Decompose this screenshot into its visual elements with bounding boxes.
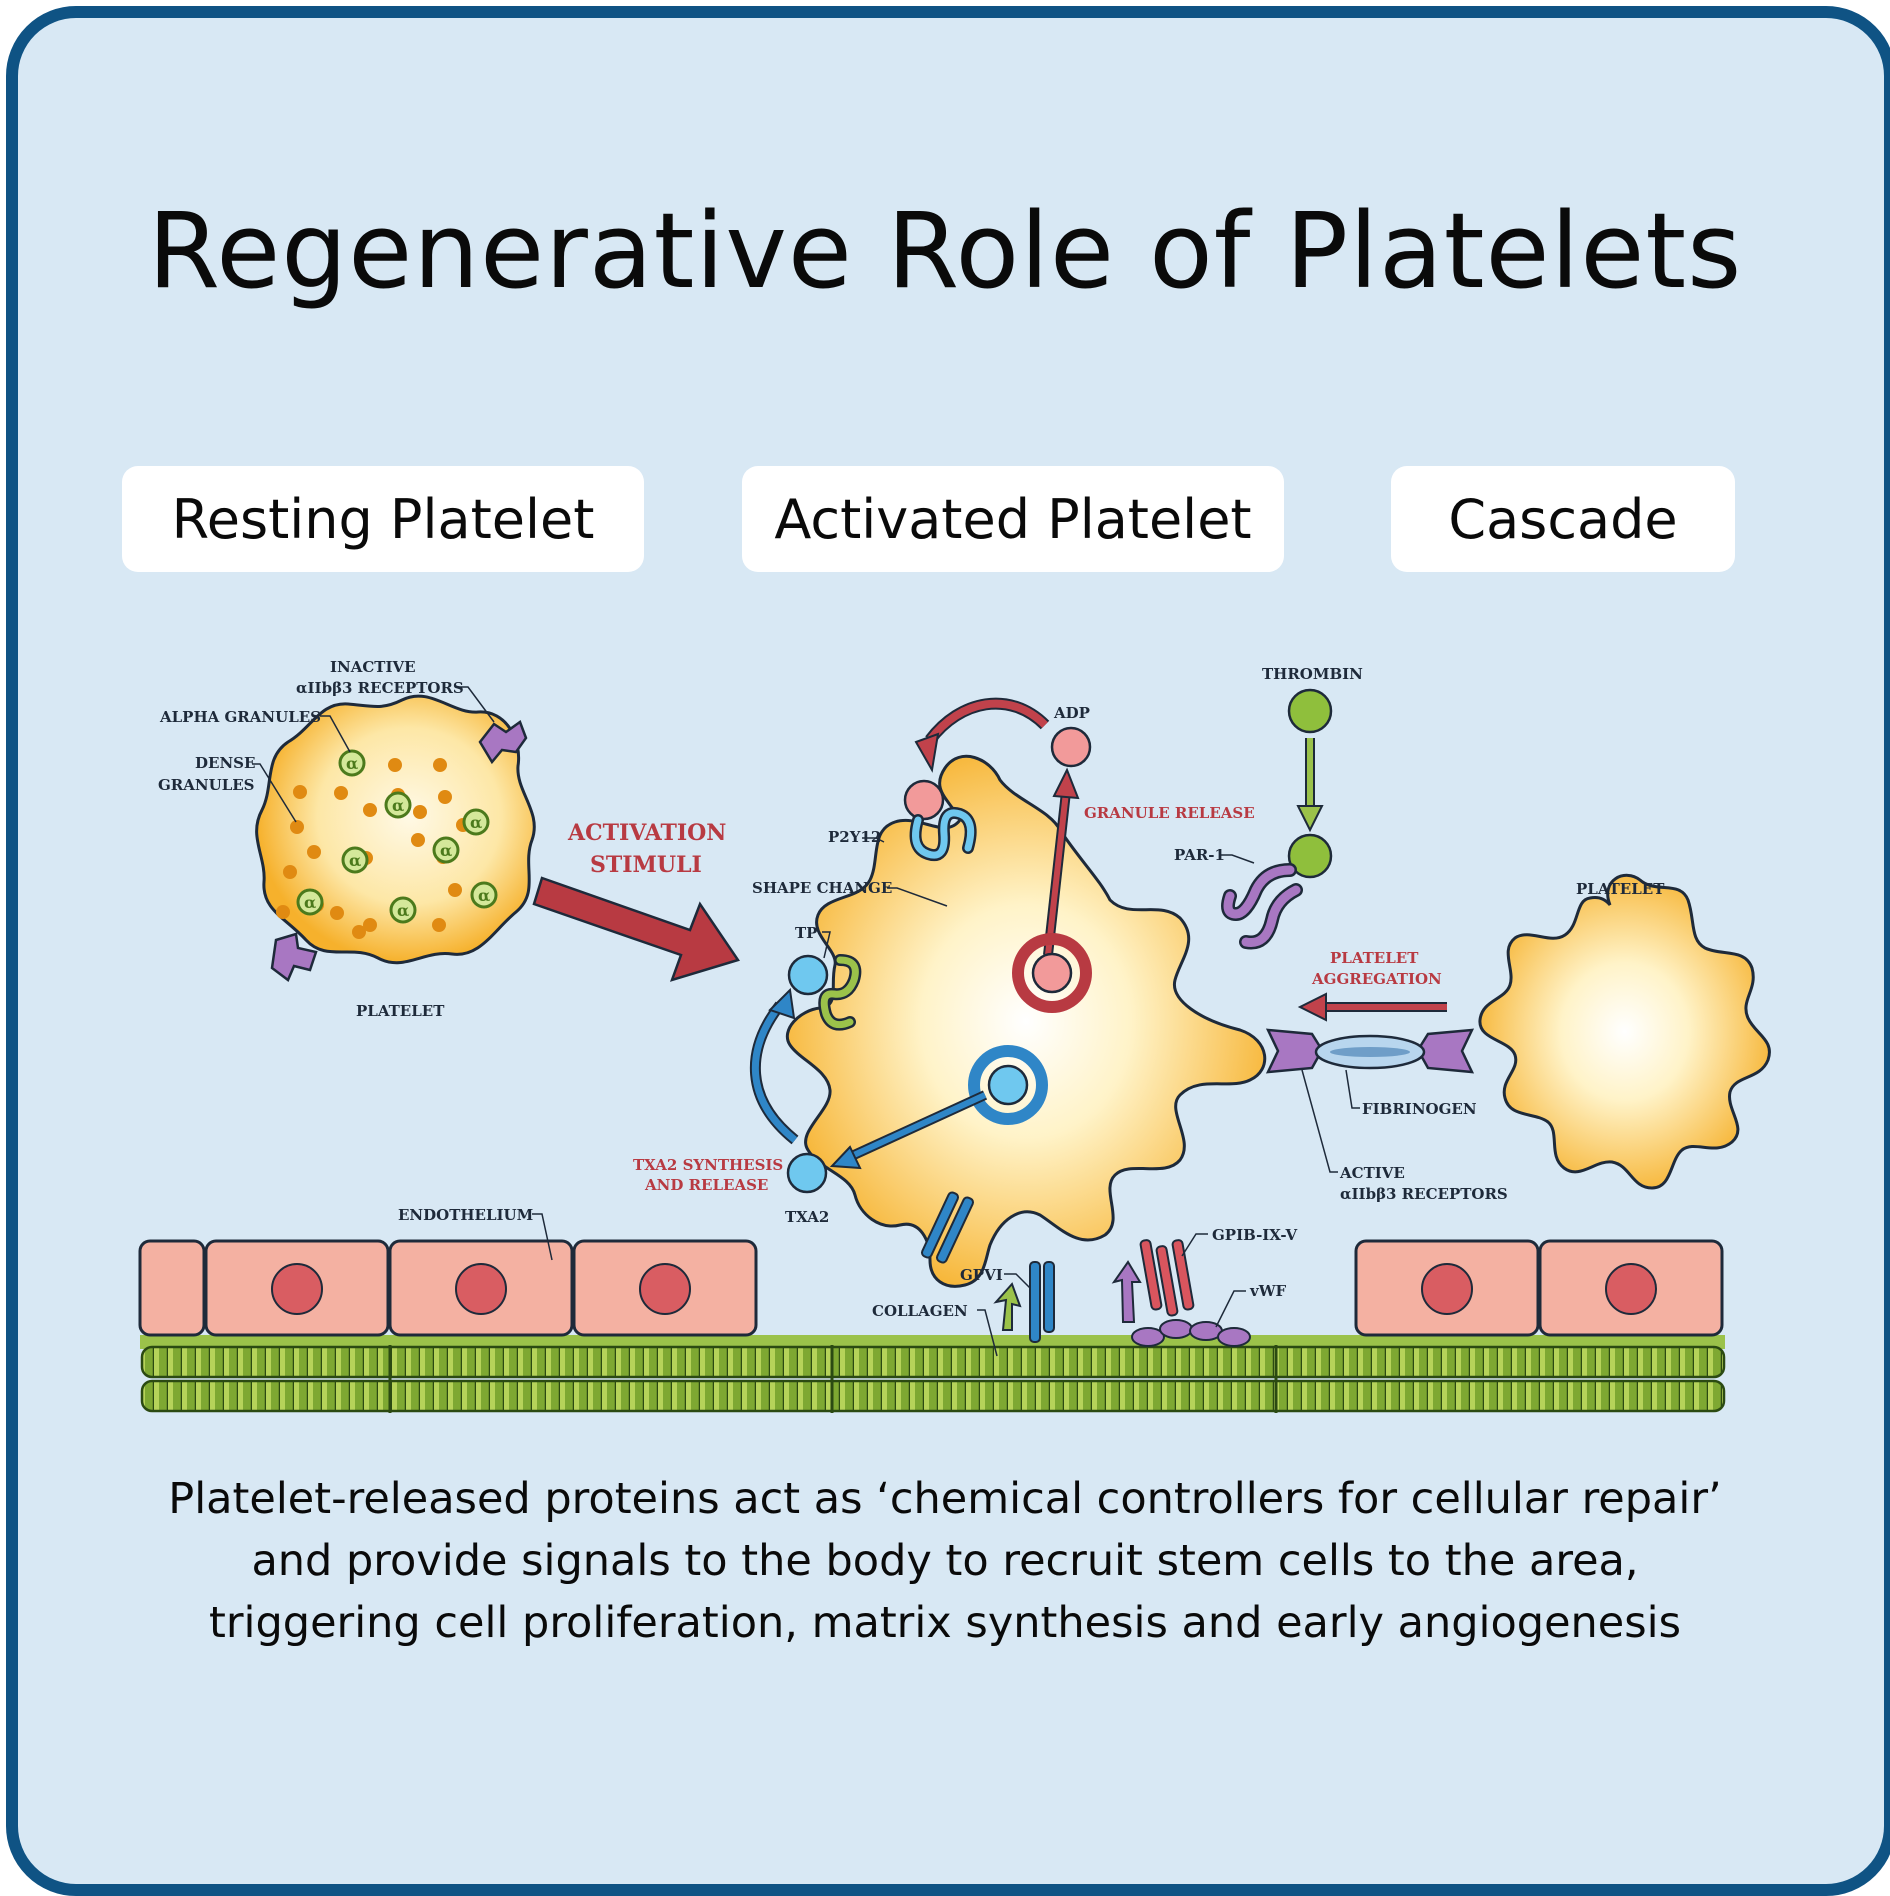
svg-text:αIIbβ3 RECEPTORS: αIIbβ3 RECEPTORS	[1340, 1185, 1508, 1203]
svg-text:THROMBIN: THROMBIN	[1262, 665, 1363, 683]
active-receptor-right	[1416, 1028, 1475, 1074]
svg-text:AND RELEASE: AND RELEASE	[644, 1176, 768, 1194]
svg-text:ALPHA GRANULES: ALPHA GRANULES	[159, 708, 321, 726]
active-receptor-left	[1265, 1028, 1324, 1074]
svg-text:ENDOTHELIUM: ENDOTHELIUM	[398, 1206, 533, 1224]
svg-text:TXA2 SYNTHESIS: TXA2 SYNTHESIS	[633, 1156, 783, 1174]
fibrinogen-bridge	[1265, 1028, 1475, 1074]
adp-molecule	[1050, 726, 1092, 768]
inactive-receptor-top	[478, 720, 528, 765]
blue-receptor-left	[920, 1191, 975, 1264]
svg-text:PLATELET: PLATELET	[356, 1002, 445, 1020]
diagram-labels: ADP GRANULE RELEASE P2Y12 SHAPE CHANGE T…	[398, 665, 1665, 1357]
svg-text:α: α	[304, 893, 316, 912]
tab-cascade[interactable]: Cascade	[1391, 466, 1735, 572]
activated-platelet	[785, 754, 1267, 1347]
svg-text:ACTIVATION: ACTIVATION	[567, 820, 726, 846]
svg-text:α: α	[346, 754, 358, 773]
caption-line: Platelet-released proteins act as ‘chemi…	[168, 1474, 1722, 1524]
svg-text:α: α	[478, 886, 490, 905]
gpvi-receptor	[1029, 1261, 1055, 1343]
svg-text:DENSE: DENSE	[195, 754, 255, 772]
platelet-right	[1478, 873, 1771, 1190]
svg-text:PLATELET: PLATELET	[1576, 880, 1665, 898]
svg-text:ADP: ADP	[1053, 704, 1090, 722]
resting-platelet-body	[255, 694, 536, 965]
aggregation-arrow	[1297, 992, 1447, 1022]
tab-activated-platelet[interactable]: Activated Platelet	[742, 466, 1284, 572]
svg-text:α: α	[392, 796, 404, 815]
svg-text:PAR-1: PAR-1	[1174, 846, 1225, 864]
collagen-layer	[140, 1335, 1726, 1413]
svg-text:AGGREGATION: AGGREGATION	[1311, 970, 1442, 988]
p2y12-adp	[903, 779, 945, 821]
inactive-receptor-bottom	[270, 932, 318, 982]
caption-line: and provide signals to the body to recru…	[251, 1536, 1639, 1586]
svg-text:TXA2: TXA2	[785, 1208, 829, 1226]
caption-line: triggering cell proliferation, matrix sy…	[209, 1598, 1681, 1648]
endothelium-layer	[138, 1239, 1724, 1337]
svg-text:COLLAGEN: COLLAGEN	[872, 1302, 968, 1320]
svg-text:SHAPE CHANGE: SHAPE CHANGE	[752, 879, 892, 897]
granule-release	[1012, 767, 1092, 1013]
svg-text:FIBRINOGEN: FIBRINOGEN	[1362, 1100, 1477, 1118]
svg-text:STIMULI: STIMULI	[590, 852, 702, 878]
page-title: Regenerative Role of Platelets	[147, 190, 1743, 312]
resting-labels: INACTIVE αIIbβ3 RECEPTORS ALPHA GRANULES…	[158, 658, 495, 1020]
svg-text:αIIbβ3 RECEPTORS: αIIbβ3 RECEPTORS	[296, 679, 464, 697]
par1-thrombin	[1287, 833, 1333, 879]
tp-molecule	[787, 954, 829, 996]
tab-label: Resting Platelet	[171, 487, 595, 551]
svg-text:vWF: vWF	[1249, 1282, 1287, 1300]
tab-label: Cascade	[1448, 487, 1678, 551]
svg-text:α: α	[470, 813, 482, 832]
txa2-molecule	[786, 1152, 828, 1194]
alpha-granule-symbols: α α α α α α α α	[304, 754, 490, 920]
svg-text:TP: TP	[795, 924, 817, 942]
caption: Platelet-released proteins act as ‘chemi…	[0, 1468, 1890, 1654]
txa2-release	[829, 1045, 1048, 1170]
thrombin-molecule	[1287, 688, 1333, 734]
tp-loop	[749, 954, 862, 1194]
vwf-signal-arrow	[1111, 1260, 1142, 1323]
svg-text:GRANULES: GRANULES	[158, 776, 255, 794]
activation-stimuli-arrow: ACTIVATION STIMULI	[532, 820, 740, 982]
collagen-signal-arrow	[993, 1282, 1022, 1331]
alpha-granules	[296, 749, 498, 924]
tab-label: Activated Platelet	[774, 487, 1252, 551]
svg-text:GRANULE RELEASE: GRANULE RELEASE	[1084, 804, 1255, 822]
resting-platelet: α α α α α α α α	[255, 694, 536, 982]
adp-loop	[903, 697, 1092, 861]
svg-text:α: α	[397, 901, 409, 920]
svg-text:ACTIVE: ACTIVE	[1339, 1164, 1405, 1182]
svg-text:α: α	[349, 851, 361, 870]
svg-text:INACTIVE: INACTIVE	[330, 658, 416, 676]
svg-text:P2Y12: P2Y12	[828, 828, 881, 846]
svg-text:GPVI: GPVI	[960, 1266, 1003, 1284]
vwf	[1131, 1319, 1251, 1347]
gpib-receptor	[1139, 1239, 1195, 1317]
svg-text:GPIB-IX-V: GPIB-IX-V	[1212, 1226, 1298, 1244]
thrombin-par1	[1221, 688, 1333, 950]
svg-text:PLATELET: PLATELET	[1330, 949, 1419, 967]
svg-text:α: α	[440, 841, 452, 860]
tab-resting-platelet[interactable]: Resting Platelet	[122, 466, 644, 572]
